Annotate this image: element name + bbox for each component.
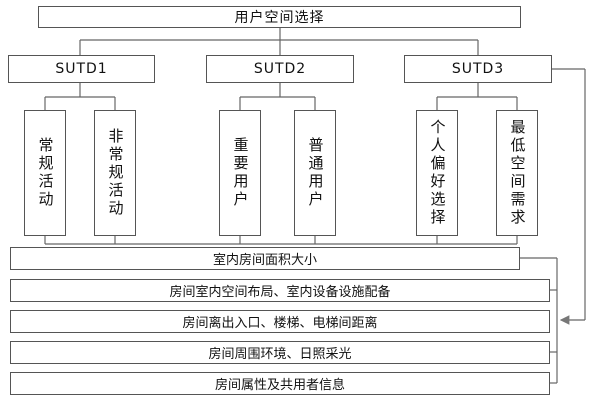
- leaf-ordinary-users: 普通用户: [294, 110, 336, 236]
- factor-row: 室内房间面积大小: [10, 247, 520, 270]
- leaf-regular-activities: 常规活动: [24, 110, 66, 236]
- leaf-important-users: 重要用户: [219, 110, 261, 236]
- sutd2-node: SUTD2: [206, 55, 354, 83]
- factor-row: 房间周围环境、日照采光: [10, 341, 550, 364]
- factor-row: 房间属性及共用者信息: [10, 372, 550, 395]
- factor-row: 房间离出入口、楼梯、电梯间距离: [10, 310, 550, 333]
- factor-row: 房间室内空间布局、室内设备设施配备: [10, 279, 550, 302]
- sutd3-node: SUTD3: [404, 55, 552, 83]
- leaf-personal-preference: 个人偏好选择: [416, 110, 458, 236]
- sutd1-node: SUTD1: [8, 55, 155, 83]
- leaf-irregular-activities: 非常规活动: [94, 110, 136, 236]
- top-node-user-space-selection: 用户空间选择: [38, 6, 521, 28]
- leaf-minimum-space-demand: 最低空间需求: [496, 110, 538, 236]
